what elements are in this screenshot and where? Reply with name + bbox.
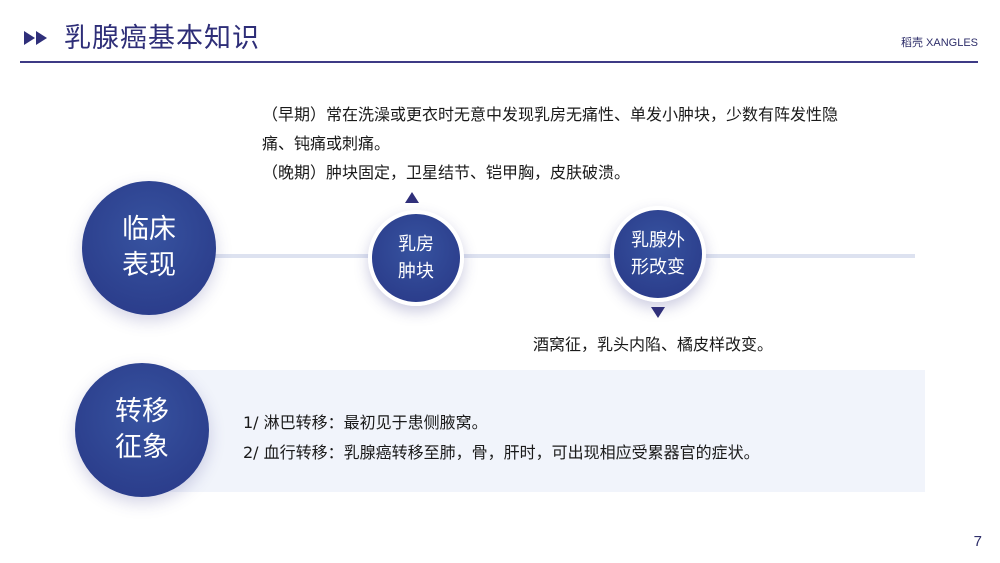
node-breast-lump: 乳房 肿块 bbox=[368, 210, 464, 306]
play-arrow-icon bbox=[24, 31, 35, 45]
metastasis-label: 转移 征象 bbox=[115, 396, 169, 463]
timeline-line bbox=[215, 254, 915, 258]
play-arrow-icon bbox=[36, 31, 47, 45]
header-icon bbox=[24, 31, 52, 45]
metastasis-panel bbox=[160, 370, 925, 492]
page-number: 7 bbox=[973, 533, 982, 550]
metastasis-item: 1/ 淋巴转移：最初见于患侧腋窝。 bbox=[243, 413, 488, 432]
metastasis-circle: 转移 征象 bbox=[75, 363, 209, 497]
page-title: 乳腺癌基本知识 bbox=[64, 23, 260, 54]
brand-label: 稻壳 XANGLES bbox=[900, 37, 978, 49]
clinical-label: 临床 表现 bbox=[122, 214, 176, 281]
header-divider bbox=[20, 61, 978, 63]
description-early: （早期）常在洗澡或更衣时无意中发现乳房无痛性、单发小肿块，少数有阵发性隐痛、钝痛… bbox=[262, 105, 839, 153]
shape-change-description: 酒窝征，乳头内陷、橘皮样改变。 bbox=[533, 335, 774, 354]
clinical-circle: 临床 表现 bbox=[82, 181, 216, 315]
arrow-up-icon bbox=[405, 192, 419, 203]
description-late: （晚期）肿块固定，卫星结节、铠甲胸，皮肤破溃。 bbox=[262, 163, 631, 182]
node-label: 乳房 肿块 bbox=[398, 234, 434, 282]
arrow-down-icon bbox=[651, 307, 665, 318]
node-breast-shape-change: 乳腺外 形改变 bbox=[610, 206, 706, 302]
metastasis-list: 1/ 淋巴转移：最初见于患侧腋窝。 2/ 血行转移：乳腺癌转移至肺，骨，肝时，可… bbox=[243, 408, 760, 468]
metastasis-item: 2/ 血行转移：乳腺癌转移至肺，骨，肝时，可出现相应受累器官的症状。 bbox=[243, 443, 760, 462]
node-label: 乳腺外 形改变 bbox=[631, 230, 685, 278]
breast-lump-description: （早期）常在洗澡或更衣时无意中发现乳房无痛性、单发小肿块，少数有阵发性隐痛、钝痛… bbox=[262, 100, 842, 187]
